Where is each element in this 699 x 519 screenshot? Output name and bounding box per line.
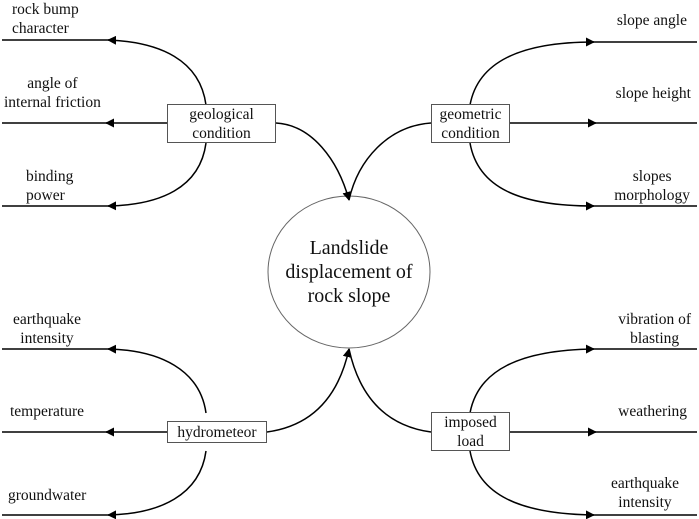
hydrometeor-box-label: hydrometeor <box>177 423 257 441</box>
leaf-text-line: slope angle <box>616 12 687 29</box>
leaf-text-line: character <box>12 20 69 37</box>
leaf-binding-power: binding power <box>26 167 73 205</box>
geo-to-leaf3-arrow <box>107 142 207 211</box>
center-line2: displacement of <box>285 261 413 283</box>
leaf-weathering: weathering <box>618 402 687 421</box>
leaf-text-line: binding <box>26 168 74 185</box>
leaf-text-line: earthquake <box>611 475 679 492</box>
imposed-to-leaf3-arrow <box>469 450 595 519</box>
leaf-text-line: angle of <box>27 75 78 92</box>
leaf-temperature: temperature <box>10 402 84 421</box>
leaf-text-line: blasting <box>630 330 680 347</box>
leaf-earthquake-intensity-left: earthquake intensity <box>13 310 81 348</box>
geological-box-line2: condition <box>192 124 251 142</box>
geometric-box-line2: condition <box>441 124 500 142</box>
leaf-text-line: intensity <box>618 494 672 511</box>
imposed-to-leaf1-arrow <box>469 344 595 414</box>
leaf-rock-bump-character: rock bump character <box>12 0 79 38</box>
imposed-box-line2: load <box>457 432 484 450</box>
leaf-earthquake-intensity-right: earthquake intensity <box>611 474 679 512</box>
imposed-load-box: imposed load <box>431 412 510 451</box>
center-label: Landslide displacement of rock slope <box>264 236 434 308</box>
imposed-box-line1: imposed <box>444 413 497 431</box>
geom-to-leaf1-arrow <box>469 37 595 106</box>
leaf-text-line: power <box>26 187 65 204</box>
hydro-to-center-arrow <box>266 348 352 433</box>
geological-condition-box: geological condition <box>167 104 276 143</box>
leaf-slope-angle: slope angle <box>617 11 687 30</box>
leaf-text-line: temperature <box>10 403 85 420</box>
leaf-text-line: earthquake <box>13 311 81 328</box>
geological-box-line1: geological <box>189 105 254 123</box>
center-line3: rock slope <box>307 285 391 307</box>
leaf-groundwater: groundwater <box>8 486 86 505</box>
geom-to-center-arrow <box>348 122 432 201</box>
geo-to-center-arrow <box>275 122 352 201</box>
leaf-angle-of-internal-friction: angle of internal friction <box>4 74 101 112</box>
center-line1: Landslide <box>309 237 389 259</box>
hydro-to-leaf3-arrow <box>107 450 207 519</box>
leaf-slopes-morphology: slopes morphology <box>614 167 690 205</box>
imposed-to-center-arrow <box>348 348 432 433</box>
leaf-text-line: slopes <box>632 168 672 185</box>
leaf-text-line: intensity <box>20 330 74 347</box>
geometric-condition-box: geometric condition <box>431 104 510 143</box>
leaf-text-line: morphology <box>614 187 690 204</box>
hydrometeor-box: hydrometeor <box>167 421 267 443</box>
geo-to-leaf1-arrow <box>107 35 207 106</box>
leaf-text-line: internal friction <box>4 94 101 111</box>
leaf-vibration-of-blasting: vibration of blasting <box>618 310 691 348</box>
leaf-text-line: weathering <box>618 403 687 420</box>
leaf-slope-height: slope height <box>616 84 691 103</box>
leaf-text-line: groundwater <box>8 487 87 504</box>
leaf-text-line: rock bump <box>12 1 79 18</box>
geometric-box-line1: geometric <box>439 105 502 123</box>
leaf-text-line: vibration of <box>618 311 691 328</box>
geom-to-leaf3-arrow <box>469 142 595 211</box>
hydro-to-leaf1-arrow <box>107 344 207 414</box>
leaf-text-line: slope height <box>615 85 691 102</box>
